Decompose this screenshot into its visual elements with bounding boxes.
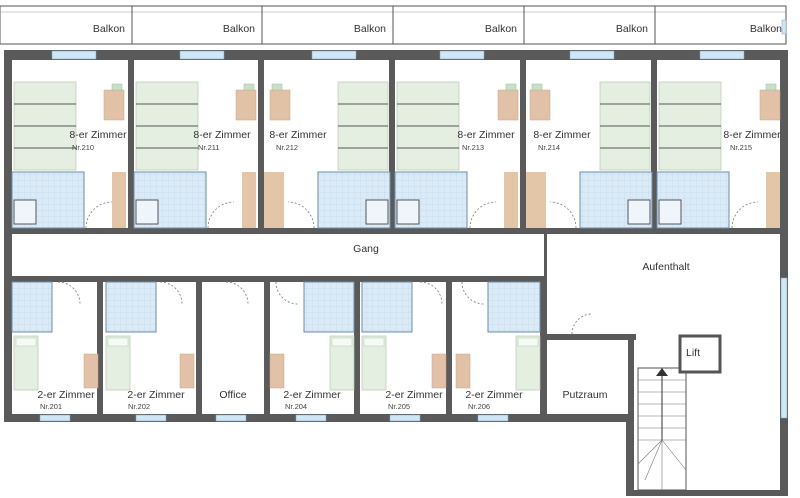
- room-title: 2-er Zimmer: [127, 389, 185, 401]
- room-number: Nr.212: [276, 143, 298, 152]
- staircase: [637, 367, 687, 491]
- top-room-dividers: [128, 56, 657, 232]
- room-number: Nr.214: [538, 143, 560, 152]
- bathrooms-bottom: [11, 281, 541, 333]
- room-number: Nr.215: [730, 143, 752, 152]
- room-title: 8-er Zimmer: [269, 129, 327, 141]
- lift-label: Lift: [686, 347, 700, 359]
- beds-bottom: [13, 335, 541, 391]
- wood-panels: [112, 172, 780, 228]
- office-label: Office: [219, 389, 246, 401]
- balcony-label: Balkon: [750, 23, 782, 35]
- room-title: 8-er Zimmer: [533, 129, 591, 141]
- room-number: Nr.205: [388, 402, 410, 411]
- top-windows: [51, 50, 745, 60]
- room-title: 8-er Zimmer: [193, 129, 251, 141]
- room-number: Nr.204: [285, 402, 307, 411]
- right-window: [781, 19, 787, 35]
- room-title: 8-er Zimmer: [723, 129, 781, 141]
- balcony-label: Balkon: [93, 23, 125, 35]
- bottom-room-dividers: [97, 280, 636, 418]
- stair-arrow-icon: [656, 368, 668, 376]
- doors-bottom: [57, 281, 593, 335]
- room-number: Nr.210: [72, 143, 94, 152]
- tables-bottom: [83, 353, 471, 389]
- room-number: Nr.206: [468, 402, 490, 411]
- room-title: 2-er Zimmer: [385, 389, 443, 401]
- room-number: Nr.213: [462, 143, 484, 152]
- bathrooms-top: [11, 171, 730, 229]
- right-window: [780, 277, 788, 419]
- room-title: 2-er Zimmer: [465, 389, 523, 401]
- room-title: 2-er Zimmer: [283, 389, 341, 401]
- tables-top: [103, 83, 781, 121]
- doors-top: [85, 201, 759, 229]
- balcony-label: Balkon: [354, 23, 386, 35]
- balcony-label: Balkon: [223, 23, 255, 35]
- corridor-label: Gang: [353, 243, 379, 255]
- room-title: 8-er Zimmer: [69, 129, 127, 141]
- bottom-windows: [39, 414, 509, 422]
- balcony-strip: [0, 5, 787, 45]
- room-number: Nr.202: [128, 402, 150, 411]
- lift-shaft: [678, 334, 722, 374]
- room-title: 2-er Zimmer: [37, 389, 95, 401]
- room-title: 8-er Zimmer: [457, 129, 515, 141]
- balcony-label: Balkon: [485, 23, 517, 35]
- balcony-label: Balkon: [616, 23, 648, 35]
- cleaning-room-label: Putzraum: [563, 389, 608, 401]
- room-number: Nr.201: [40, 402, 62, 411]
- room-number: Nr.211: [198, 143, 220, 152]
- lounge-label: Aufenthalt: [642, 261, 689, 273]
- bunk-beds: [13, 81, 722, 171]
